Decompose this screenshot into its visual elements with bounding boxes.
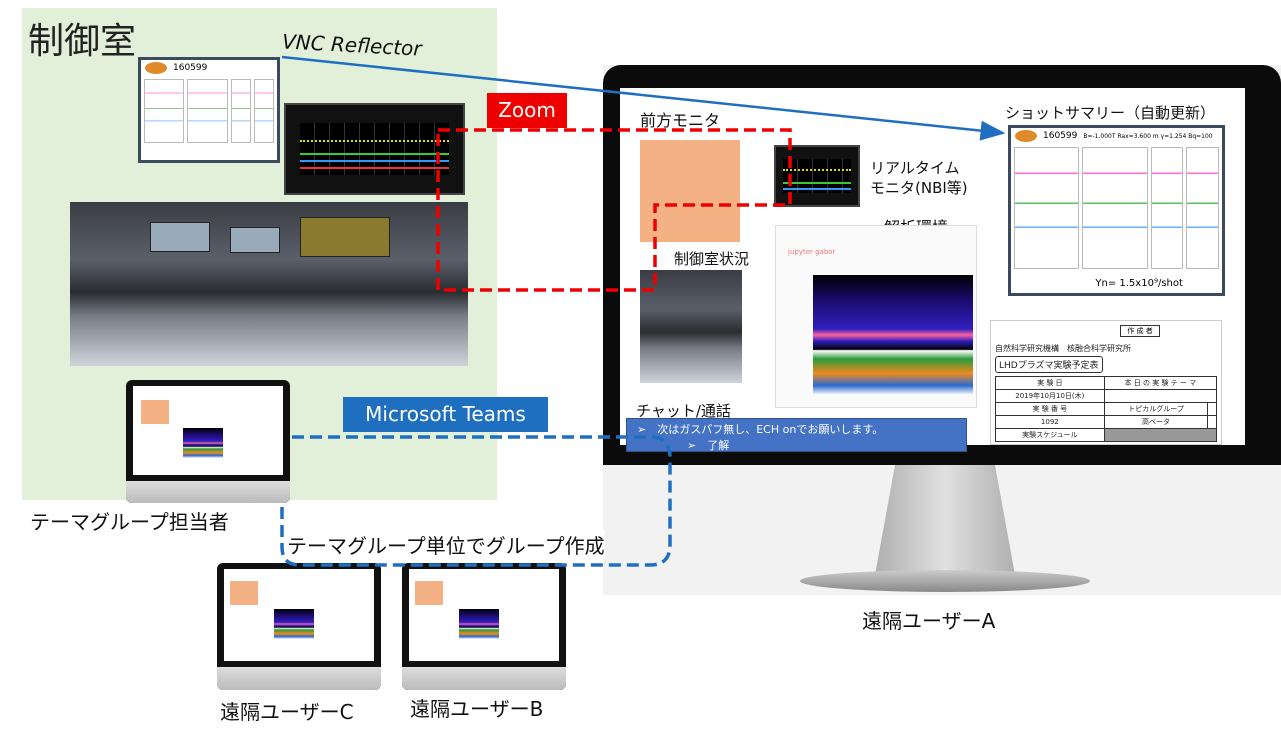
chat-title: チャット/通話 [636,402,731,420]
theme-group-monitor [126,380,290,503]
chat-message: ➢ 了解 [687,439,730,452]
lhd-logo-icon [1015,130,1037,142]
schedule-table: 実 験 日本 日 の 実 験 テ ー マ 2019年10月10日(木) 実 験 … [995,376,1218,442]
spectrogram-plot [813,275,973,395]
jupyter-title: jupyter gabor [788,248,836,256]
oscilloscope-image [284,103,465,195]
control-room-status-photo [640,270,742,383]
monitor-stand-base [800,570,1090,592]
shot-summary-large: 160599 B=-1.000T Rax=3.600 m γ=1.254 Bq=1… [1008,125,1225,296]
chat-message: ➢ 次はガスパフ無し、ECH onでお願いします。 [637,423,884,436]
vnc-arrow [281,55,1006,141]
schedule-title: LHDプラズマ実験予定表 [995,356,1103,373]
front-monitor-label: 前方モニタ [640,111,721,130]
shot-summary-title: ショットサマリー（自動更新） [1005,104,1216,122]
group-creation-label: テーマグループ単位でグループ作成 [287,530,605,559]
shot-summary-thumbnail: 160599 [138,57,280,163]
theme-group-label: テーマグループ担当者 [30,510,229,534]
remote-user-b-monitor [402,563,566,690]
shot-params: B=-1.000T Rax=3.600 m γ=1.254 Bq=100 [1083,132,1213,140]
monitor-stand [875,465,1015,575]
teams-badge: Microsoft Teams [343,397,548,432]
lhd-logo-icon [145,62,167,74]
teams-dashed-line [280,435,672,567]
institute: 自然科学研究機構 核融合科学研究所 [995,344,1131,353]
control-room-title: 制御室 [28,21,137,62]
remote-user-b-label: 遠隔ユーザーB [410,697,544,721]
zoom-dashed-line [436,128,792,292]
control-room-status-label: 制御室状況 [674,250,750,268]
shot-number: 160599 [1043,131,1078,141]
chat-box[interactable]: ➢ 次はガスパフ無し、ECH onでお願いします。 ➢ 了解 [626,418,967,452]
remote-user-c-monitor [217,563,381,690]
remote-user-a-label: 遠隔ユーザーA [862,609,996,633]
shot-number: 160599 [173,63,208,73]
remote-user-c-label: 遠隔ユーザーC [220,700,354,724]
zoom-badge: Zoom [487,93,567,128]
experiment-schedule: 自然科学研究機構 核融合科学研究所 LHDプラズマ実験予定表 実 験 日本 日 … [990,320,1222,445]
realtime-monitor-label: リアルタイム モニタ(NBI等) [870,159,968,197]
control-room-photo [70,202,468,366]
neutron-yield: Yn= 1.5x10⁹/shot [1095,278,1183,289]
author-header: 作 成 者 [1120,325,1160,337]
